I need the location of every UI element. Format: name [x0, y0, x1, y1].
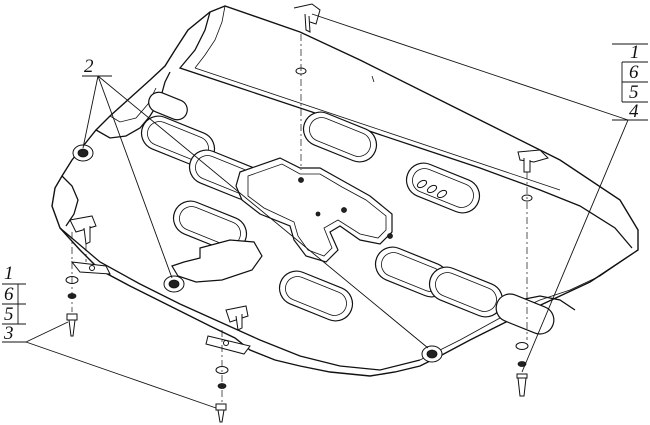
callout-label: 5 — [4, 304, 14, 325]
vent-slots — [416, 179, 448, 199]
slot — [302, 111, 378, 163]
callout-stack-left: 1 6 5 3 — [2, 263, 26, 344]
callout-label: 1 — [630, 42, 640, 63]
callout-label: 2 — [84, 56, 94, 77]
leader-lines — [25, 13, 629, 409]
slot — [495, 293, 555, 335]
washer — [515, 342, 529, 350]
bolt — [516, 373, 528, 397]
callout-label: 4 — [629, 101, 639, 122]
callout-top-left: 2 — [84, 56, 94, 77]
tongue-cutout — [171, 239, 263, 283]
callout-label: 5 — [629, 82, 639, 103]
bolt — [66, 313, 78, 337]
mounting-bosses — [72, 67, 533, 363]
bolt — [215, 403, 227, 423]
slot — [278, 270, 354, 322]
boss — [421, 345, 443, 363]
side-bracket — [69, 215, 97, 245]
fastener-stack-right — [515, 342, 529, 397]
callout-label: 3 — [3, 323, 14, 344]
boss — [163, 275, 185, 293]
slot — [405, 162, 481, 214]
fastener-stack-left — [65, 276, 79, 337]
callout-label: 6 — [4, 284, 14, 305]
callout-stack-top-right: 1 6 5 4 — [612, 42, 648, 122]
boss — [72, 144, 94, 162]
slot — [148, 91, 188, 121]
callout-label: 6 — [629, 62, 639, 83]
center-lines — [71, 34, 528, 402]
side-bracket — [225, 305, 249, 331]
flange-bracket — [293, 3, 321, 33]
brackets — [69, 3, 549, 355]
drainage-slots — [140, 91, 555, 335]
callout-label: 1 — [4, 263, 14, 284]
spring-washer — [517, 361, 527, 367]
slot — [172, 200, 248, 252]
flange-bracket — [517, 149, 549, 173]
